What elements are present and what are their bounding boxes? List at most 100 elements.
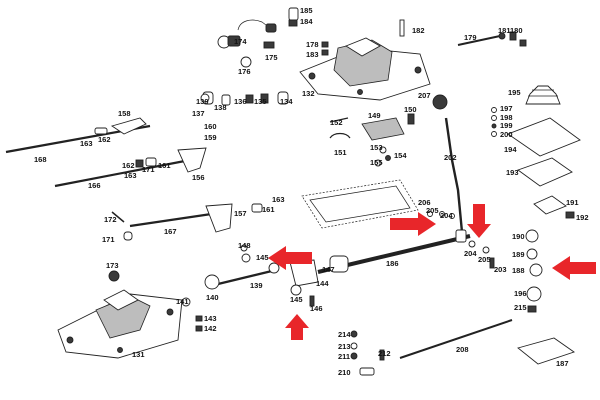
- label-138: 138: [214, 103, 227, 112]
- shift-rod-168: [5, 117, 151, 154]
- label-215: 215: [514, 303, 527, 312]
- label-159: 159: [204, 133, 217, 142]
- label-135: 135: [254, 97, 267, 106]
- shift-rod-167: [123, 203, 263, 241]
- gasket: [301, 179, 419, 229]
- label-188: 188: [512, 266, 525, 275]
- label-182: 182: [412, 26, 425, 35]
- shift-rod-166: [54, 147, 207, 188]
- label-151: 151: [334, 148, 347, 157]
- arrow-204-right: [390, 212, 436, 236]
- label-183: 183: [306, 50, 319, 59]
- knob-207: [432, 94, 448, 110]
- label-157: 157: [234, 209, 247, 218]
- part-210: [359, 367, 375, 376]
- label-149: 149: [368, 111, 381, 120]
- label-180: 180: [510, 26, 523, 35]
- label-162-a: 162: [98, 135, 111, 144]
- label-148: 148: [238, 241, 251, 250]
- clip-175: [263, 41, 275, 49]
- pin-182: [399, 19, 405, 37]
- housing-131: [57, 289, 183, 359]
- label-137: 137: [192, 109, 205, 118]
- label-168: 168: [34, 155, 47, 164]
- label-139-top: 139: [196, 97, 209, 106]
- arrow-204-down: [467, 204, 491, 238]
- part-181: [509, 31, 517, 41]
- label-172: 172: [104, 215, 117, 224]
- label-189: 189: [512, 250, 525, 259]
- plate-187: [517, 337, 575, 365]
- part-183: [321, 49, 329, 56]
- part-212: [379, 349, 385, 361]
- label-161-b: 161: [262, 205, 275, 214]
- housing-132: [299, 37, 431, 101]
- part-206: [427, 211, 433, 217]
- label-195: 195: [508, 88, 521, 97]
- part-215: [527, 305, 537, 313]
- label-132: 132: [302, 89, 315, 98]
- label-184: 184: [300, 17, 313, 26]
- label-163-b: 163: [124, 171, 137, 180]
- label-185: 185: [300, 6, 313, 15]
- shaft-186: [317, 229, 471, 274]
- part-197: [491, 107, 497, 113]
- label-204-b: 204: [464, 249, 477, 258]
- part-155: [374, 159, 382, 167]
- part-205b: [482, 246, 490, 254]
- label-208: 208: [456, 345, 469, 354]
- label-136: 136: [234, 97, 247, 106]
- label-214: 214: [338, 330, 351, 339]
- label-131: 131: [132, 350, 145, 359]
- sensor-174: [217, 19, 277, 49]
- label-154: 154: [394, 151, 407, 160]
- ring-176: [240, 56, 252, 68]
- label-193: 193: [506, 168, 519, 177]
- clip-152: [329, 117, 349, 123]
- label-204-a: 204: [440, 211, 453, 220]
- label-200: 200: [500, 130, 513, 139]
- label-212: 212: [378, 349, 391, 358]
- part-200: [491, 131, 497, 137]
- label-145-a: 145: [256, 253, 269, 262]
- label-152: 152: [330, 118, 343, 127]
- part-140: [204, 274, 220, 290]
- label-198: 198: [500, 113, 513, 122]
- label-171-a: 171: [142, 165, 155, 174]
- label-147: 147: [322, 265, 335, 274]
- label-160: 160: [204, 122, 217, 131]
- label-206: 206: [418, 198, 431, 207]
- label-211: 211: [338, 352, 350, 361]
- label-203: 203: [494, 265, 507, 274]
- part-154: [385, 155, 391, 161]
- part-214: [350, 330, 358, 338]
- label-205-a: 205: [426, 206, 439, 215]
- part-211: [350, 352, 358, 360]
- label-163-c: 163: [272, 195, 285, 204]
- label-163-a: 163: [80, 139, 93, 148]
- label-213: 213: [338, 342, 351, 351]
- ring-188: [529, 263, 543, 277]
- label-158: 158: [118, 109, 131, 118]
- label-167: 167: [164, 227, 177, 236]
- label-143: 143: [204, 314, 217, 323]
- ring-196: [526, 286, 542, 302]
- label-156: 156: [192, 173, 205, 182]
- label-146: 146: [310, 304, 323, 313]
- label-153: 153: [370, 143, 383, 152]
- label-191: 191: [566, 198, 579, 207]
- label-145-b: 145: [290, 295, 303, 304]
- label-202: 202: [444, 153, 457, 162]
- label-150: 150: [404, 105, 417, 114]
- label-190: 190: [512, 232, 525, 241]
- label-176: 176: [238, 67, 251, 76]
- part-180: [519, 39, 527, 47]
- label-192: 192: [576, 213, 589, 222]
- label-166: 166: [88, 181, 101, 190]
- label-207: 207: [418, 91, 431, 100]
- label-196: 196: [514, 289, 527, 298]
- pin-172: [111, 211, 125, 223]
- part-142: [195, 325, 203, 332]
- part-203: [489, 257, 495, 269]
